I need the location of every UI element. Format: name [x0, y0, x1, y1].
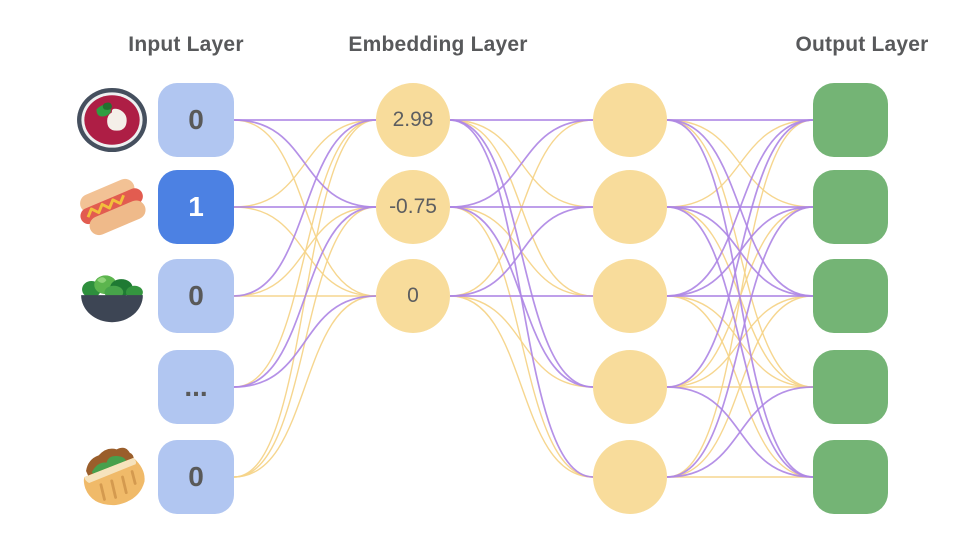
- output-node-3: [813, 350, 888, 424]
- input-node-1: 1: [158, 170, 234, 244]
- input-layer-title: Input Layer: [128, 33, 244, 56]
- embedding-node-1: -0.75: [376, 170, 450, 244]
- input-node-value: ...: [184, 371, 208, 402]
- edge-embedding-hidden-2-0: [449, 119, 594, 297]
- edge-embedding-hidden-2-4: [449, 295, 594, 478]
- edge-embedding-hidden-0-3: [449, 119, 594, 388]
- output-node-0: [813, 83, 888, 157]
- green-salad-icon: [77, 267, 147, 325]
- embedding-node-value: -0.75: [389, 195, 437, 218]
- input-node-4: 0: [158, 440, 234, 514]
- edge-hidden-output-3-0: [666, 119, 814, 388]
- input-node-0: 0: [158, 83, 234, 157]
- edge-input-embedding-4-2: [233, 295, 377, 478]
- borscht-icon: [75, 86, 149, 154]
- edge-embedding-hidden-1-0: [449, 119, 594, 208]
- edge-input-embedding-0-1: [233, 119, 377, 208]
- edge-hidden-output-1-0: [666, 119, 814, 208]
- hidden-node-4: [593, 440, 667, 514]
- edge-input-embedding-3-2: [233, 295, 377, 388]
- output-node-2: [813, 259, 888, 333]
- edge-hidden-output-0-4: [666, 119, 814, 478]
- edge-hidden-output-2-0: [666, 119, 814, 297]
- input-node-value: 0: [188, 280, 204, 311]
- edge-embedding-hidden-2-3: [449, 295, 594, 388]
- hidden-node-0: [593, 83, 667, 157]
- input-node-value: 0: [188, 104, 204, 135]
- edge-embedding-hidden-1-3: [449, 206, 594, 388]
- hidden-node-3: [593, 350, 667, 424]
- edge-input-embedding-3-1: [233, 206, 377, 388]
- embedding-node-2: 0: [376, 259, 450, 333]
- edge-input-embedding-3-0: [233, 119, 377, 388]
- embedding-node-value: 0: [407, 284, 419, 307]
- hidden-node-1: [593, 170, 667, 244]
- hot-dog-icon: [71, 172, 153, 242]
- input-node-3: ...: [158, 350, 234, 424]
- edge-input-embedding-2-0: [233, 119, 377, 297]
- edge-embedding-hidden-2-1: [449, 206, 594, 297]
- input-node-value: 1: [188, 191, 204, 222]
- edge-hidden-output-4-1: [666, 206, 814, 478]
- stuffed-flatbread-icon: [75, 444, 149, 510]
- output-node-4: [813, 440, 888, 514]
- input-node-2: 0: [158, 259, 234, 333]
- embedding-node-value: 2.98: [392, 108, 434, 131]
- edge-hidden-output-4-3: [666, 386, 814, 478]
- embedding-node-0: 2.98: [376, 83, 450, 157]
- edge-hidden-output-4-2: [666, 295, 814, 478]
- input-node-value: 0: [188, 461, 204, 492]
- hidden-node-2: [593, 259, 667, 333]
- output-node-1: [813, 170, 888, 244]
- embedding-layer-title: Embedding Layer: [348, 33, 528, 56]
- output-layer-title: Output Layer: [795, 33, 929, 56]
